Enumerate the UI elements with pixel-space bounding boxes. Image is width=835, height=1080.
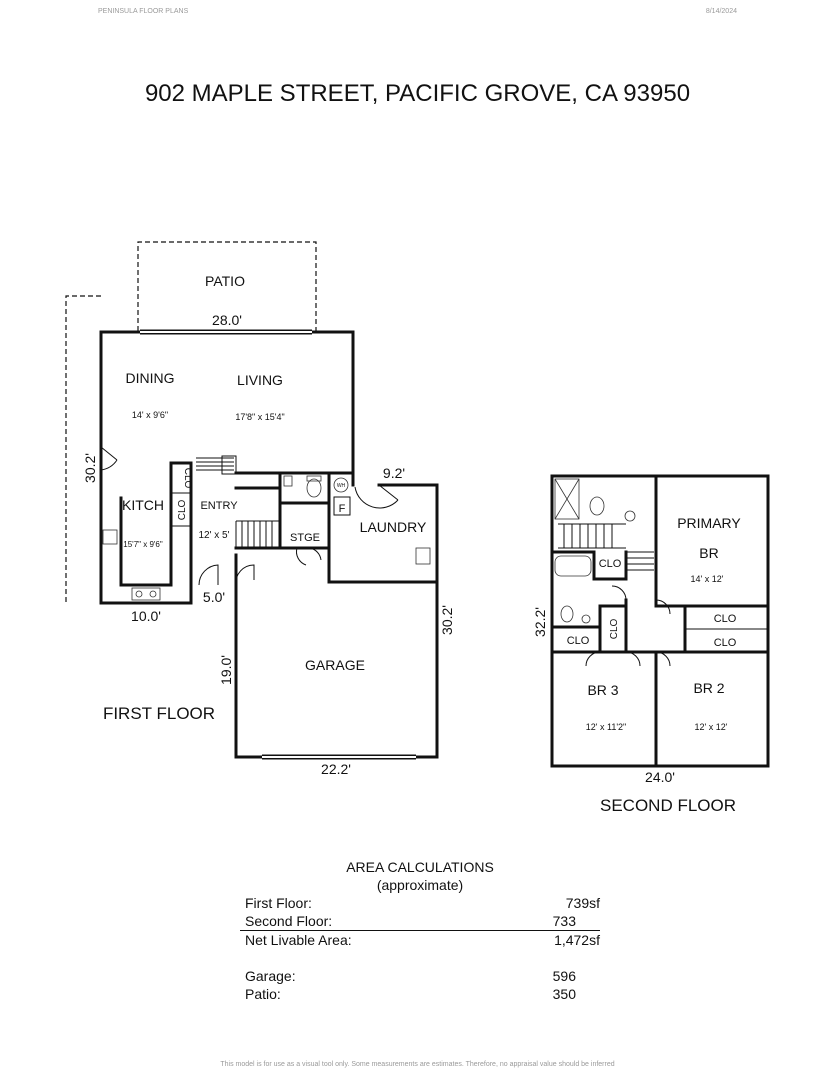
furnace-box <box>333 496 351 516</box>
dim-bottom-second: 24.0' <box>645 769 675 785</box>
laundry-label: LAUNDRY <box>360 519 427 535</box>
second-floor-stairs <box>558 523 654 571</box>
living-label: LIVING <box>237 372 283 388</box>
dim-laundry: 9.2' <box>383 465 405 481</box>
area-title: AREA CALCULATIONS <box>346 859 494 875</box>
patio-side-outline <box>65 295 101 603</box>
company-name: PENINSULA FLOOR PLANS <box>98 8 189 15</box>
property-address: 902 MAPLE STREET, PACIFIC GROVE, CA 9395… <box>144 80 691 107</box>
area-garage-label: Garage: <box>245 968 296 984</box>
clo-primary-1-label: CLO <box>714 613 737 625</box>
area-calculations: AREA CALCULATIONS (approximate) First Fl… <box>240 858 600 1003</box>
area-net-label: Net Livable Area: <box>245 932 352 948</box>
clo-vertical-label: CLO <box>609 618 620 639</box>
furnace-label: F <box>339 503 346 515</box>
entry-size: 12' x 5' <box>198 530 229 541</box>
area-first-floor-label: First Floor: <box>245 895 312 911</box>
garage-wall <box>234 483 439 759</box>
plan-date: 8/14/2024 <box>705 8 737 15</box>
patio-outline <box>137 241 317 331</box>
range-icon <box>131 587 161 601</box>
dining-size: 14' x 9'6" <box>132 410 168 420</box>
area-first-floor-value: 739sf <box>565 895 600 911</box>
area-second-floor-label: Second Floor: <box>245 913 333 929</box>
second-floor-title: SECOND FLOOR <box>600 796 736 815</box>
patio-label: PATIO <box>205 273 245 289</box>
first-floor-plan: PATIO 28.0' DINING 14' x 9'6" LIVING 17'… <box>65 241 455 777</box>
hall-sink-icon <box>581 614 591 624</box>
clo-label-b: CLO <box>177 499 188 520</box>
water-heater-icon <box>333 477 349 493</box>
clo-bath-label: CLO <box>567 635 590 647</box>
dim-bottom-left: 10.0' <box>131 608 161 624</box>
area-row-second-floor: Second Floor: 733 <box>240 912 600 931</box>
upper-toilet-icon <box>589 496 605 516</box>
br3-size: 12' x 11'2" <box>586 722 627 732</box>
br3-label: BR 3 <box>587 682 618 698</box>
shower-icon <box>554 478 580 520</box>
stge-label: STGE <box>290 532 320 544</box>
house-exterior-wall <box>99 330 355 605</box>
br2-label: BR 2 <box>693 680 724 696</box>
second-floor-plan: PRIMARY BR 14' x 12' CLO CLO CLO CLO CLO… <box>532 474 770 815</box>
area-row-patio: Patio: 350 <box>240 985 600 1003</box>
living-size: 17'8" x 15'4" <box>235 412 284 422</box>
dim-top-first: 28.0' <box>212 312 242 328</box>
area-second-floor-value: 733 <box>552 913 576 929</box>
area-row-net: Net Livable Area: 1,472sf <box>240 931 600 949</box>
area-garage-value: 596 <box>552 968 576 984</box>
clo-hall-label: CLO <box>599 558 622 570</box>
first-floor-title: FIRST FLOOR <box>103 704 215 723</box>
dim-garage-right: 30.2' <box>439 605 455 635</box>
br2-size: 12' x 12' <box>695 722 728 732</box>
area-net-value: 1,472sf <box>554 932 600 948</box>
kitchen-sink-icon <box>102 529 118 545</box>
dim-left-second: 32.2' <box>532 607 548 637</box>
dim-garage-left: 19.0' <box>218 655 234 685</box>
bathtub-icon <box>554 555 592 577</box>
upper-sink-icon <box>624 510 636 522</box>
disclaimer-footer: This model is for use as a visual tool o… <box>220 1061 615 1068</box>
dining-label: DINING <box>126 370 175 386</box>
first-floor-stairs <box>196 455 280 549</box>
hall-toilet-icon <box>560 605 574 623</box>
garage-label: GARAGE <box>305 657 365 673</box>
primary-size: 14' x 12' <box>691 574 724 584</box>
primary-label: PRIMARY <box>677 515 741 531</box>
second-floor-exterior-wall <box>550 474 770 768</box>
dim-entry-step: 5.0' <box>203 589 225 605</box>
kitch-label: KITCH <box>122 497 164 513</box>
area-patio-label: Patio: <box>245 986 281 1002</box>
area-row-first-floor: First Floor: 739sf <box>240 894 600 912</box>
entry-label: ENTRY <box>200 500 238 512</box>
sink-icon <box>283 475 293 487</box>
toilet-icon <box>306 478 322 498</box>
water-heater-label: WH <box>337 483 346 489</box>
kitch-size: 15'7" x 9'6" <box>123 540 163 549</box>
area-patio-value: 350 <box>552 986 576 1002</box>
area-subtitle: (approximate) <box>376 877 464 893</box>
dim-garage-bottom: 22.2' <box>321 761 351 777</box>
clo-label-a: CLO <box>182 468 193 489</box>
primary-br-label: BR <box>699 545 718 561</box>
area-row-garage: Garage: 596 <box>240 967 600 985</box>
dim-left-first: 30.2' <box>82 453 98 483</box>
clo-primary-2-label: CLO <box>714 637 737 649</box>
laundry-sink-icon <box>415 547 431 565</box>
